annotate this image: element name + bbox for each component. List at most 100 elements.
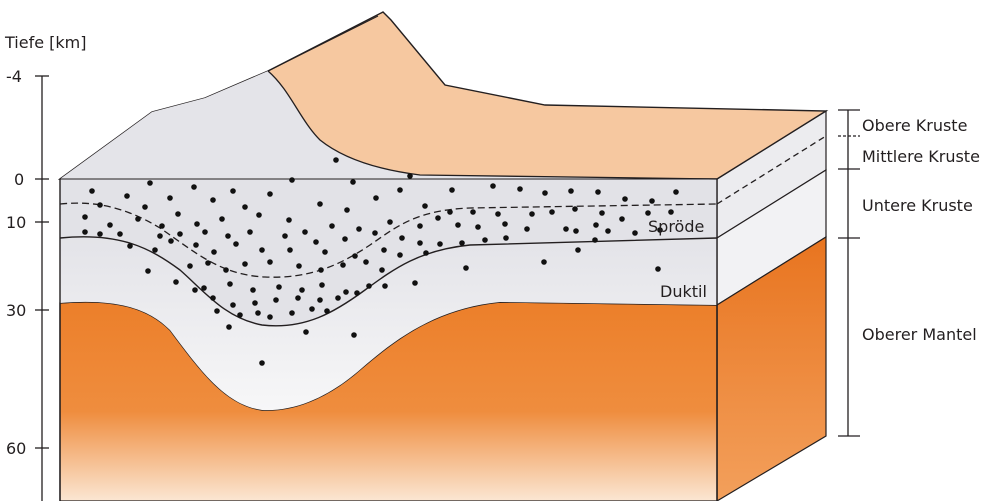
hypocenter-dot — [435, 215, 441, 221]
lower-crust-label: Untere Kruste — [862, 196, 973, 215]
hypocenter-dot — [399, 235, 405, 241]
hypocenter-dot — [673, 189, 679, 195]
hypocenter-dot — [340, 262, 346, 268]
hypocenter-dot — [517, 186, 523, 192]
hypocenter-dot — [242, 204, 248, 210]
hypocenter-dot — [655, 266, 661, 272]
hypocenter-dot — [417, 240, 423, 246]
hypocenter-dot — [276, 284, 282, 290]
hypocenter-dot — [302, 229, 308, 235]
hypocenter-dot — [524, 226, 530, 232]
tick-label-10: 10 — [6, 213, 26, 232]
hypocenter-dot — [89, 188, 95, 194]
hypocenter-dot — [397, 252, 403, 258]
hypocenter-dot — [373, 195, 379, 201]
hypocenter-dot — [309, 306, 315, 312]
hypocenter-dot — [295, 295, 301, 301]
hypocenter-dot — [255, 310, 261, 316]
hypocenter-dot — [343, 289, 349, 295]
hypocenter-dot — [187, 263, 193, 269]
hypocenter-dot — [107, 222, 113, 228]
hypocenter-dot — [387, 219, 393, 225]
hypocenter-dot — [289, 177, 295, 183]
hypocenter-dot — [342, 236, 348, 242]
hypocenter-dot — [668, 209, 674, 215]
hypocenter-dot — [167, 195, 173, 201]
tick-label-30: 30 — [6, 301, 26, 320]
hypocenter-dot — [593, 222, 599, 228]
hypocenter-dot — [322, 249, 328, 255]
hypocenter-dot — [437, 241, 443, 247]
hypocenter-dot — [455, 222, 461, 228]
hypocenter-dot — [282, 233, 288, 239]
hypocenter-dot — [317, 201, 323, 207]
hypocenter-dot — [230, 302, 236, 308]
axis-title: Tiefe [km] — [4, 33, 86, 52]
hypocenter-dot — [247, 229, 253, 235]
hypocenter-dot — [573, 228, 579, 234]
hypocenter-dot — [407, 173, 413, 179]
hypocenter-dot — [423, 250, 429, 256]
hypocenter-dot — [447, 209, 453, 215]
hypocenter-dot — [225, 233, 231, 239]
hypocenter-dot — [352, 253, 358, 259]
hypocenter-dot — [256, 212, 262, 218]
hypocenter-dot — [495, 211, 501, 217]
hypocenter-dot — [475, 224, 481, 230]
hypocenter-dot — [168, 238, 174, 244]
upper-mantle-label: Oberer Mantel — [862, 325, 977, 344]
hypocenter-dot — [319, 282, 325, 288]
hypocenter-dot — [211, 249, 217, 255]
hypocenter-dot — [649, 198, 655, 204]
hypocenter-dot — [147, 180, 153, 186]
hypocenter-dot — [194, 221, 200, 227]
hypocenter-dot — [622, 196, 628, 202]
hypocenter-dot — [592, 237, 598, 243]
hypocenter-dot — [226, 324, 232, 330]
tick-label-0: 0 — [14, 170, 24, 189]
hypocenter-dot — [572, 206, 578, 212]
hypocenter-dot — [205, 260, 211, 266]
hypocenter-dot — [379, 267, 385, 273]
hypocenter-dot — [317, 297, 323, 303]
hypocenter-dot — [372, 230, 378, 236]
hypocenter-dot — [381, 247, 387, 253]
hypocenter-dot — [568, 188, 574, 194]
hypocenter-dot — [303, 329, 309, 335]
hypocenter-dot — [470, 209, 476, 215]
brittle-zone-label: Spröde — [648, 217, 704, 236]
hypocenter-dot — [463, 265, 469, 271]
hypocenter-dot — [449, 187, 455, 193]
tick-label-60: 60 — [6, 439, 26, 458]
hypocenter-dot — [313, 239, 319, 245]
hypocenter-dot — [173, 279, 179, 285]
hypocenter-dot — [127, 243, 133, 249]
hypocenter-dot — [193, 242, 199, 248]
hypocenter-dot — [267, 314, 273, 320]
hypocenter-dot — [145, 268, 151, 274]
hypocenter-dot — [219, 216, 225, 222]
layer-bracket — [838, 110, 860, 436]
hypocenter-dot — [299, 287, 305, 293]
hypocenter-dot — [82, 214, 88, 220]
hypocenter-dot — [227, 281, 233, 287]
hypocenter-dot — [289, 310, 295, 316]
hypocenter-dot — [273, 297, 279, 303]
hypocenter-dot — [152, 247, 158, 253]
hypocenter-dot — [177, 231, 183, 237]
hypocenter-dot — [422, 203, 428, 209]
hypocenter-dot — [210, 295, 216, 301]
hypocenter-dot — [575, 247, 581, 253]
hypocenter-dot — [350, 179, 356, 185]
hypocenter-dot — [135, 216, 141, 222]
hypocenter-dot — [157, 233, 163, 239]
hypocenter-dot — [287, 247, 293, 253]
hypocenter-dot — [214, 308, 220, 314]
middle-crust-label: Mittlere Kruste — [862, 147, 980, 166]
hypocenter-dot — [356, 226, 362, 232]
hypocenter-dot — [363, 259, 369, 265]
hypocenter-dot — [351, 332, 357, 338]
hypocenter-dot — [335, 295, 341, 301]
hypocenter-dot — [175, 211, 181, 217]
hypocenter-dot — [117, 231, 123, 237]
